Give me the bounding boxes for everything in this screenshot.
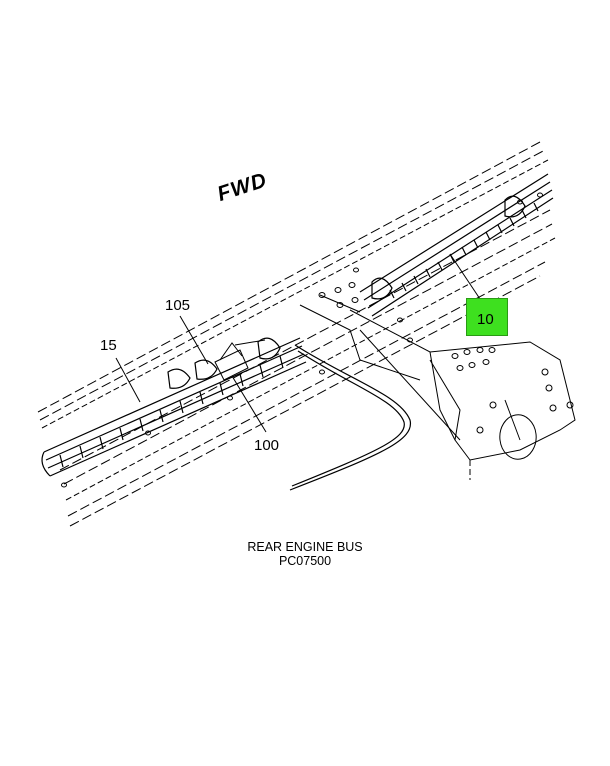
connector [214,339,266,381]
bracket-holes [61,192,574,488]
callout-10: 10 [477,311,494,328]
callout-10-highlight[interactable]: 10 [466,298,508,336]
diagram-caption-code: PC07500 [278,554,332,568]
leader-lines [115,253,483,433]
callout-15: 15 [100,337,117,354]
callout-100: 100 [254,437,280,454]
crossmember [299,294,576,480]
diagram-caption-title: REAR ENGINE BUS [247,540,363,554]
callout-105: 105 [165,297,191,314]
harness-lower [41,337,307,477]
harness-upper [359,173,554,317]
loose-cable [289,344,412,491]
